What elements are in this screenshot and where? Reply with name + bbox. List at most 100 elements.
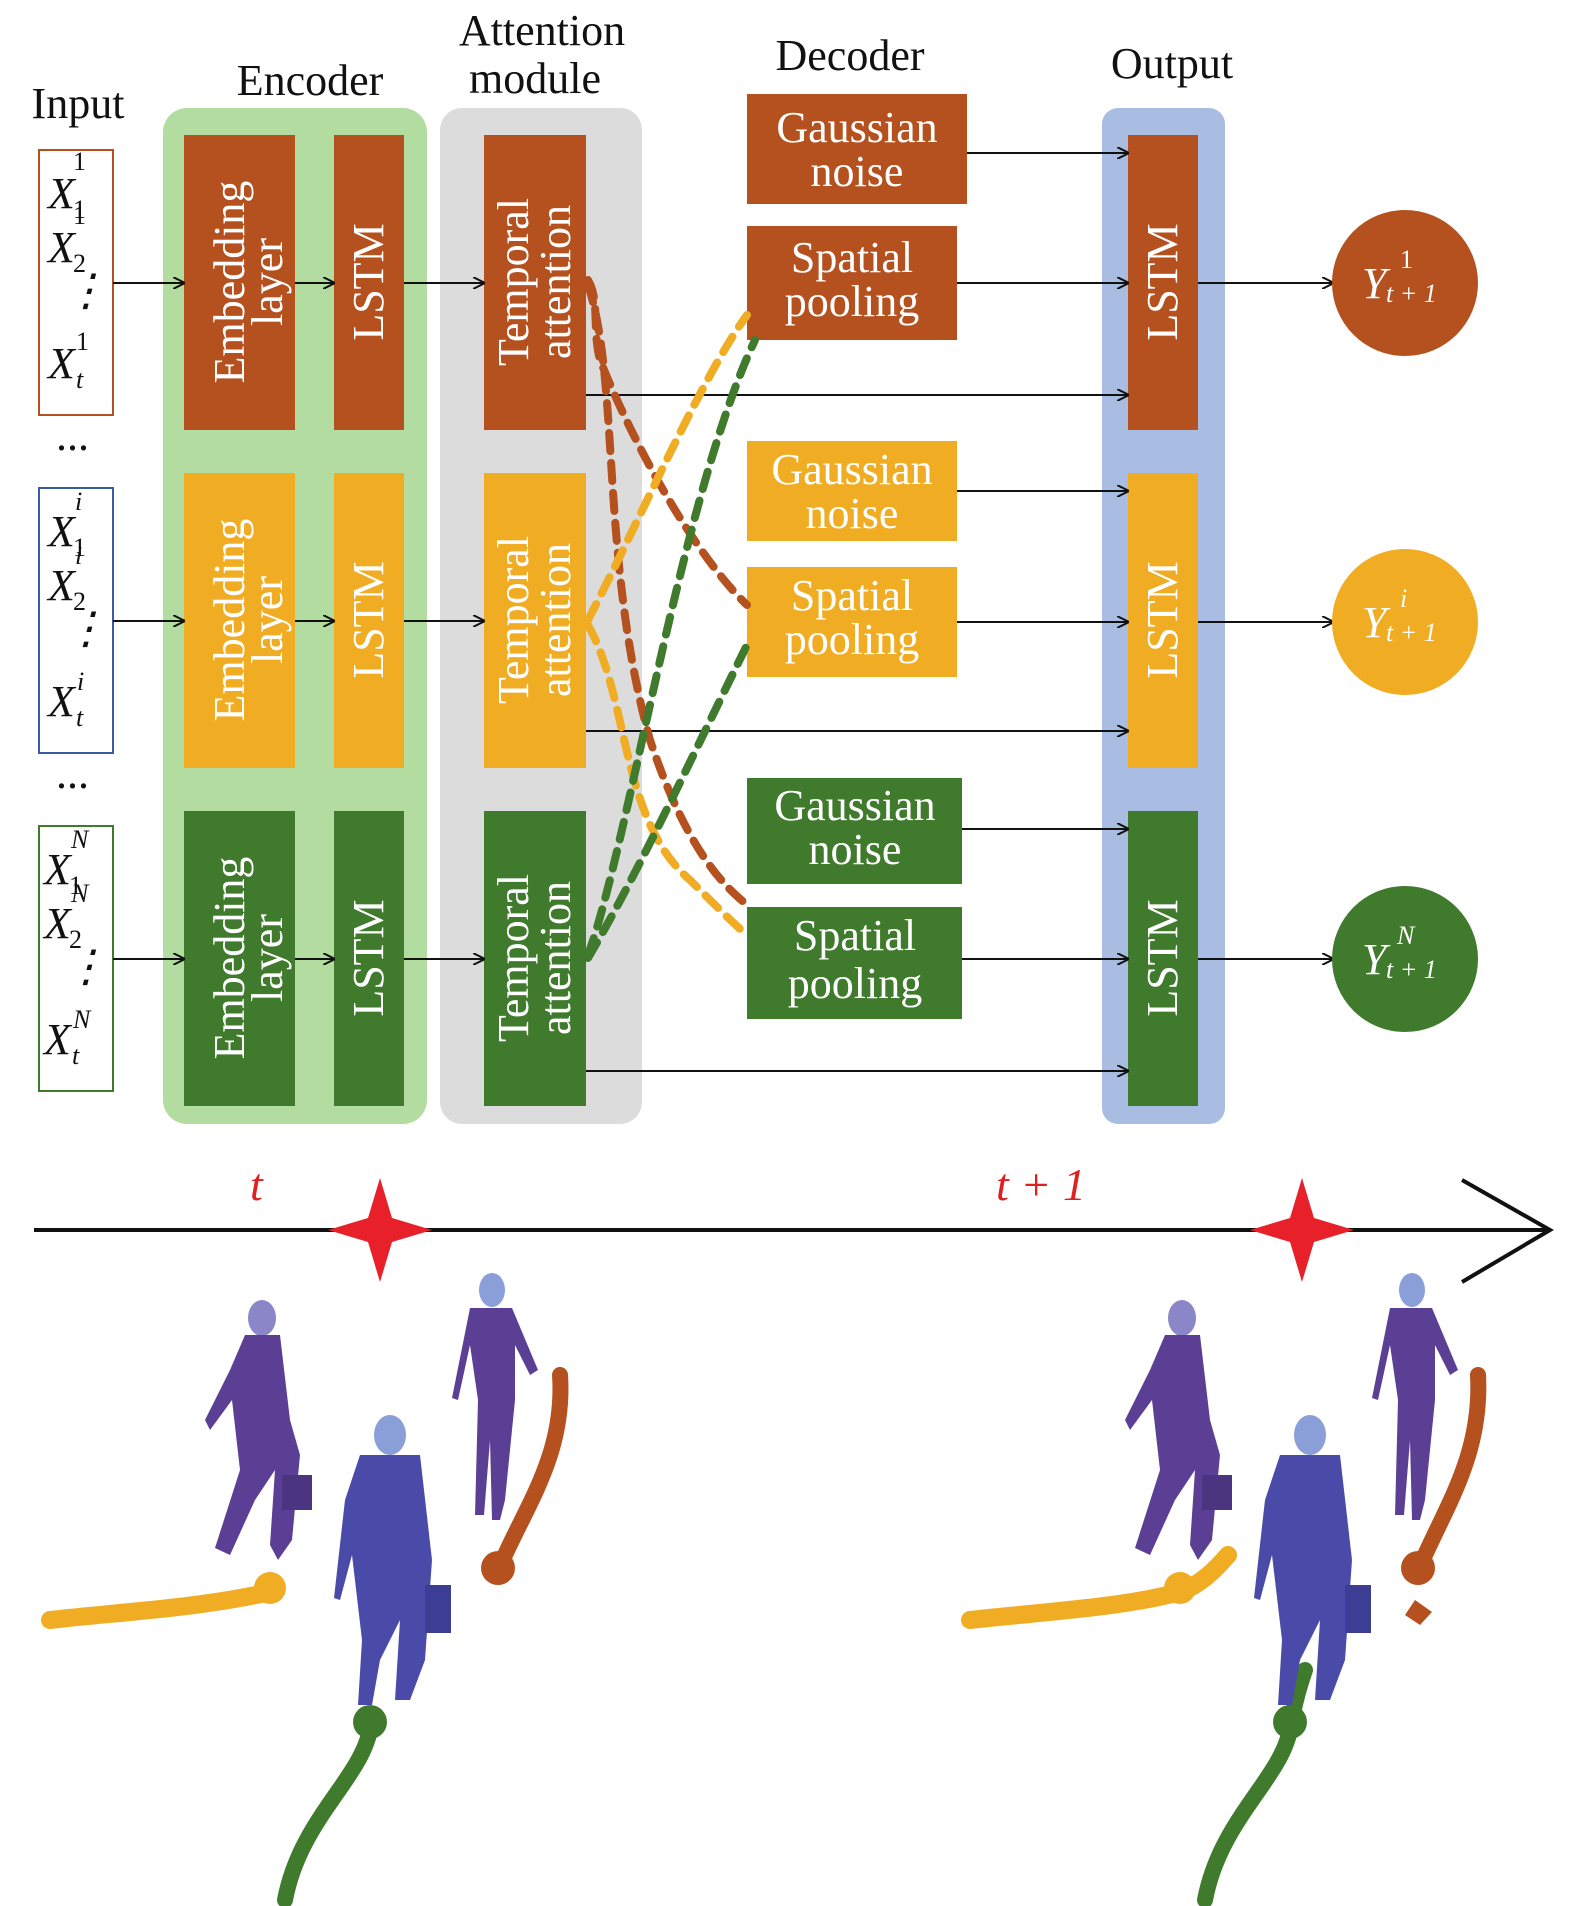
encoder-lstm-N xyxy=(334,811,404,1106)
output-sup: i xyxy=(1400,584,1407,613)
walking-person-icon xyxy=(205,1300,312,1560)
gaussian-label-1a: Gaussian xyxy=(776,103,937,152)
spatial-label-ib: pooling xyxy=(785,615,919,664)
input-sup: N xyxy=(72,1005,92,1034)
input-sub: 1 xyxy=(73,533,86,562)
spatial-label-ia: Spatial xyxy=(791,571,913,620)
spatial-label-1b: pooling xyxy=(785,277,919,326)
time-label-t: t xyxy=(250,1159,264,1210)
trajectory-icon xyxy=(1405,1600,1432,1625)
output-sub: t + 1 xyxy=(1386,618,1437,647)
output-header: Output xyxy=(1111,39,1233,88)
output-sub: t + 1 xyxy=(1386,279,1437,308)
gaussian-noise-1 xyxy=(747,94,967,204)
input-sub: t xyxy=(76,365,84,394)
input-sub: t xyxy=(76,703,84,732)
gaussian-label-ib: noise xyxy=(806,489,899,538)
input-ellipsis-1: ... xyxy=(56,411,89,460)
trajectory-icon xyxy=(961,1546,1237,1629)
output-lstm-1 xyxy=(1128,135,1198,430)
input-var: X xyxy=(46,507,77,556)
output-lstm-N xyxy=(1128,811,1198,1106)
lstm-label-i: LSTM xyxy=(344,561,393,678)
temporal-attention-i xyxy=(484,473,586,768)
embedding-label-Na: Embedding xyxy=(205,857,254,1060)
input-ellipsis-2: ... xyxy=(56,749,89,798)
spatial-label-Na: Spatial xyxy=(794,911,916,960)
arrow-head-icon xyxy=(1460,1178,1554,1284)
input-sup: i xyxy=(75,487,82,516)
input-var: X xyxy=(46,561,77,610)
flow-arrows xyxy=(113,153,1333,1071)
input-var: X xyxy=(46,223,77,272)
gaussian-label-Na: Gaussian xyxy=(774,781,935,830)
input-sup: i xyxy=(77,667,84,696)
scene-t xyxy=(41,1273,569,1906)
gaussian-label-ia: Gaussian xyxy=(771,445,932,494)
temporal-attention-1 xyxy=(484,135,586,430)
embedding-label-1b: layer xyxy=(243,238,292,326)
temporal-label-ib: attention xyxy=(531,543,580,697)
embedding-label-Nb: layer xyxy=(243,914,292,1002)
trajectory-icon xyxy=(277,1722,378,1906)
decoder-header: Decoder xyxy=(775,31,924,80)
output-sub: t + 1 xyxy=(1386,955,1437,984)
input-sub: 1 xyxy=(69,871,82,900)
embedding-label-ia: Embedding xyxy=(205,519,254,722)
input-box-agent-i: X 1 i X 2 i ⋮ X t i xyxy=(38,487,114,754)
lstm-label-N: LSTM xyxy=(344,899,393,1016)
vdots: ⋮ xyxy=(64,942,108,991)
output-lstm-i xyxy=(1128,473,1198,768)
gaussian-noise-i xyxy=(747,441,957,541)
input-sub: t xyxy=(72,1041,80,1070)
walking-person-icon xyxy=(1254,1415,1371,1705)
walking-person-icon xyxy=(452,1273,538,1520)
encoder-lstm-1 xyxy=(334,135,404,430)
trajectory-icon xyxy=(41,1583,279,1629)
lstm-label-1: LSTM xyxy=(344,223,393,340)
encoder-lstm-i xyxy=(334,473,404,768)
input-sup: 1 xyxy=(76,327,89,356)
walking-person-icon xyxy=(334,1415,451,1705)
temporal-label-Nb: attention xyxy=(531,881,580,1035)
input-var: X xyxy=(42,899,73,948)
temporal-label-Na: Temporal xyxy=(489,874,538,1042)
input-sub: 2 xyxy=(73,249,86,278)
output-var: Y xyxy=(1362,935,1391,984)
trajectory-icon xyxy=(497,1367,569,1563)
input-var: X xyxy=(46,169,77,218)
input-sup: 1 xyxy=(73,147,86,176)
input-sup: N xyxy=(70,879,90,908)
input-sup: i xyxy=(75,541,82,570)
input-var: X xyxy=(46,677,77,726)
star-marker-icon xyxy=(328,1178,432,1282)
output-sup: 1 xyxy=(1400,245,1413,274)
output-node-i: Y i t + 1 xyxy=(1332,549,1478,695)
input-var: X xyxy=(42,1015,73,1064)
output-var: Y xyxy=(1362,259,1391,308)
time-label-t1: t + 1 xyxy=(996,1159,1086,1210)
pooling-connections xyxy=(584,276,759,962)
temporal-attention-N xyxy=(484,811,586,1106)
gaussian-noise-N xyxy=(747,778,962,884)
spatial-label-Nb: pooling xyxy=(788,959,922,1008)
input-box-agent-N: X 1 N X 2 N ⋮ X t N xyxy=(38,825,114,1092)
embedding-label-ib: layer xyxy=(243,576,292,664)
input-header: Input xyxy=(32,79,125,128)
gaussian-label-Nb: noise xyxy=(809,825,902,874)
input-box-agent-1: X 1 1 X 2 1 ⋮ X t 1 xyxy=(38,147,114,416)
attention-header-line2: module xyxy=(469,54,601,103)
spatial-pooling-1 xyxy=(747,226,957,340)
walking-person-icon xyxy=(1372,1273,1458,1520)
embedding-label-1a: Embedding xyxy=(205,181,254,384)
input-sub: 2 xyxy=(69,925,82,954)
input-sub: 2 xyxy=(73,587,86,616)
trajectory-icon xyxy=(1197,1662,1313,1906)
input-var: X xyxy=(46,339,77,388)
star-marker-icon xyxy=(1250,1178,1354,1282)
walking-person-icon xyxy=(1125,1300,1232,1560)
embedding-layer-1 xyxy=(184,135,295,430)
spatial-label-1a: Spatial xyxy=(791,233,913,282)
temporal-label-1b: attention xyxy=(531,205,580,359)
input-sub: 1 xyxy=(73,195,86,224)
